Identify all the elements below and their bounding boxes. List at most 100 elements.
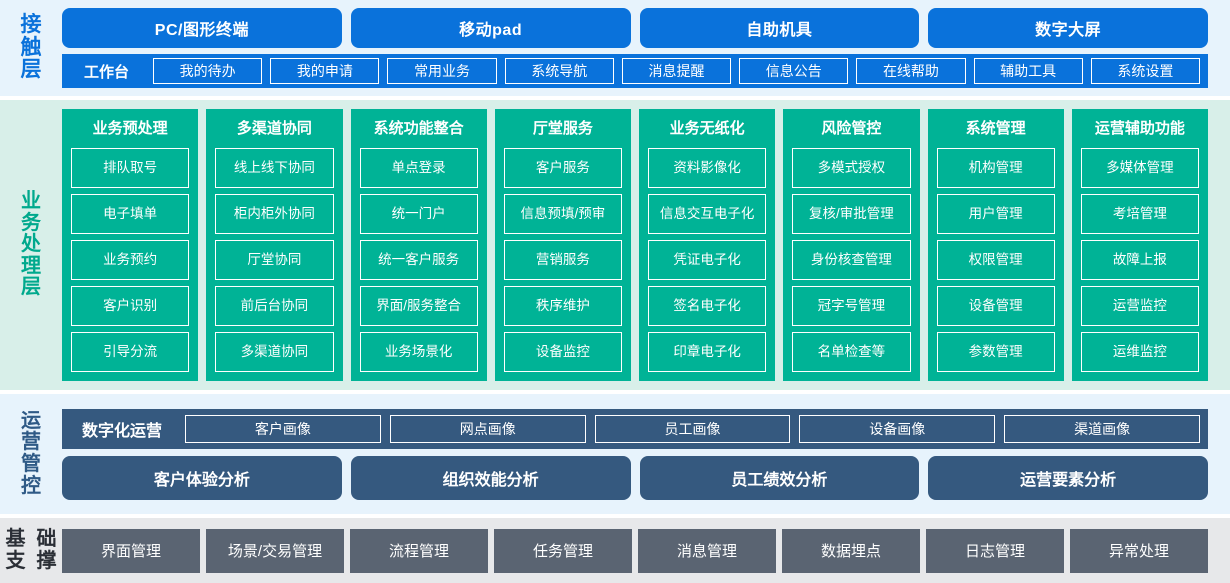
business-item[interactable]: 电子填单: [71, 194, 190, 234]
business-item[interactable]: 故障上报: [1080, 240, 1199, 280]
workbench-item-system-navigation[interactable]: 系统导航: [504, 58, 614, 84]
contact-layer-label-char: 层: [20, 58, 42, 82]
operations-layer-label-char: 控: [21, 474, 41, 497]
business-item[interactable]: 机构管理: [936, 148, 1055, 188]
business-item[interactable]: 用户管理: [936, 194, 1055, 234]
workbench-item-online-help[interactable]: 在线帮助: [856, 58, 966, 84]
workbench-item-common-business[interactable]: 常用业务: [387, 58, 497, 84]
analysis-item-customer-experience[interactable]: 客户体验分析: [62, 455, 342, 500]
business-item[interactable]: 厅堂协同: [215, 240, 334, 280]
business-item[interactable]: 多媒体管理: [1080, 148, 1199, 188]
channel-pill-self-service[interactable]: 自助机具: [639, 8, 920, 48]
channel-pill-mobile-pad[interactable]: 移动pad: [350, 8, 631, 48]
business-item[interactable]: 营销服务: [503, 240, 622, 280]
digital-operations-row: 数字化运营 客户画像 网点画像 员工画像 设备画像 渠道画像: [62, 408, 1208, 449]
business-item[interactable]: 运维监控: [1080, 332, 1199, 372]
business-item[interactable]: 名单检查等: [792, 332, 911, 372]
portrait-item-device[interactable]: 设备画像: [799, 414, 996, 443]
business-column-title: 风险管控: [821, 120, 882, 137]
contact-layer-band: 接 触 层 PC/图形终端 移动pad 自助机具 数字大屏 工作台 我的待办 我…: [0, 0, 1230, 96]
business-item[interactable]: 单点登录: [359, 148, 478, 188]
business-column-title: 系统功能整合: [373, 120, 464, 137]
base-support-layer-band: 基 础 支 撑 界面管理 场景/交易管理 流程管理 任务管理 消息管理 数据埋点…: [0, 518, 1230, 583]
channel-pill-pc[interactable]: PC/图形终端: [62, 8, 342, 48]
business-item[interactable]: 排队取号: [71, 148, 190, 188]
base-item-scenario-transaction-management[interactable]: 场景/交易管理: [206, 528, 344, 573]
analysis-item-operation-elements[interactable]: 运营要素分析: [928, 455, 1208, 500]
workbench-item-system-settings[interactable]: 系统设置: [1090, 58, 1200, 84]
base-support-layer-label-char: 撑: [36, 549, 57, 572]
base-item-process-management[interactable]: 流程管理: [350, 528, 488, 573]
base-item-log-management[interactable]: 日志管理: [926, 528, 1064, 573]
channel-pill-digital-screen[interactable]: 数字大屏: [928, 8, 1208, 48]
base-item-data-tracking[interactable]: 数据埋点: [782, 528, 920, 573]
business-item[interactable]: 前后台协同: [215, 286, 334, 326]
business-column-operation-support: 运营辅助功能 多媒体管理 考培管理 故障上报 运营监控 运维监控: [1071, 109, 1208, 381]
workbench-item-auxiliary-tools[interactable]: 辅助工具: [973, 58, 1083, 84]
analysis-row: 客户体验分析 组织效能分析 员工绩效分析 运营要素分析: [62, 455, 1208, 500]
business-item[interactable]: 客户服务: [503, 148, 622, 188]
portrait-item-branch[interactable]: 网点画像: [389, 414, 586, 443]
business-item[interactable]: 冠字号管理: [792, 286, 911, 326]
business-layer-label: 业 务 处 理 层: [0, 100, 62, 390]
business-item[interactable]: 复核/审批管理: [792, 194, 911, 234]
business-item[interactable]: 柜内柜外协同: [215, 194, 334, 234]
business-item[interactable]: 参数管理: [936, 332, 1055, 372]
business-item[interactable]: 业务场景化: [359, 332, 478, 372]
contact-layer-body: PC/图形终端 移动pad 自助机具 数字大屏 工作台 我的待办 我的申请 常用…: [62, 0, 1230, 96]
business-item[interactable]: 凭证电子化: [648, 240, 767, 280]
operations-layer-label-char: 运: [21, 409, 41, 432]
business-item[interactable]: 统一门户: [359, 194, 478, 234]
analysis-item-organization-efficiency[interactable]: 组织效能分析: [350, 455, 631, 500]
business-column-system-management: 系统管理 机构管理 用户管理 权限管理 设备管理 参数管理: [927, 109, 1064, 381]
business-layer-label-char: 层: [21, 276, 41, 299]
portrait-item-channel[interactable]: 渠道画像: [1004, 414, 1200, 443]
digital-operations-title: 数字化运营: [82, 422, 163, 440]
business-item[interactable]: 引导分流: [71, 332, 190, 372]
analysis-item-employee-performance[interactable]: 员工绩效分析: [639, 455, 920, 500]
base-item-task-management[interactable]: 任务管理: [494, 528, 632, 573]
business-item[interactable]: 考培管理: [1080, 194, 1199, 234]
operations-layer-body: 数字化运营 客户画像 网点画像 员工画像 设备画像 渠道画像 客户体验分析 组织…: [62, 394, 1230, 514]
workbench-item-my-application[interactable]: 我的申请: [270, 58, 380, 84]
business-column-risk-control: 风险管控 多模式授权 复核/审批管理 身份核查管理 冠字号管理 名单检查等: [783, 109, 920, 381]
business-column-title: 业务预处理: [92, 120, 168, 137]
business-item[interactable]: 业务预约: [71, 240, 190, 280]
business-item[interactable]: 运营监控: [1080, 286, 1199, 326]
business-item[interactable]: 签名电子化: [648, 286, 767, 326]
business-layer-label-char: 处: [21, 233, 41, 256]
business-item[interactable]: 线上线下协同: [215, 148, 334, 188]
business-item[interactable]: 界面/服务整合: [359, 286, 478, 326]
portrait-item-employee[interactable]: 员工画像: [594, 414, 791, 443]
business-item[interactable]: 客户识别: [71, 286, 190, 326]
workbench-item-my-todo[interactable]: 我的待办: [153, 58, 263, 84]
operations-layer-label-char: 管: [21, 453, 41, 475]
base-support-layer-label-char: 基: [5, 527, 26, 550]
business-item[interactable]: 设备监控: [503, 332, 622, 372]
workbench-item-message-alert[interactable]: 消息提醒: [621, 58, 732, 84]
business-item[interactable]: 身份核查管理: [792, 240, 911, 280]
business-item[interactable]: 资料影像化: [648, 148, 767, 188]
business-item[interactable]: 权限管理: [936, 240, 1055, 280]
base-item-ui-management[interactable]: 界面管理: [62, 528, 200, 573]
business-column-multichannel: 多渠道协同 线上线下协同 柜内柜外协同 厅堂协同 前后台协同 多渠道协同: [206, 109, 343, 381]
workbench-row: 工作台 我的待办 我的申请 常用业务 系统导航 消息提醒 信息公告 在线帮助 辅…: [62, 54, 1208, 88]
business-item[interactable]: 设备管理: [936, 286, 1055, 326]
business-item[interactable]: 印章电子化: [648, 332, 767, 372]
business-item[interactable]: 多模式授权: [792, 148, 911, 188]
business-item[interactable]: 信息交互电子化: [648, 194, 767, 234]
workbench-item-announcement[interactable]: 信息公告: [739, 58, 849, 84]
portrait-item-customer[interactable]: 客户画像: [185, 414, 381, 443]
base-support-layer-body: 界面管理 场景/交易管理 流程管理 任务管理 消息管理 数据埋点 日志管理 异常…: [62, 518, 1230, 583]
business-item[interactable]: 统一客户服务: [359, 240, 478, 280]
business-layer-band: 业 务 处 理 层 业务预处理 排队取号 电子填单 业务预约 客户识别 引导分流…: [0, 100, 1230, 390]
business-item[interactable]: 多渠道协同: [215, 332, 334, 372]
contact-layer-label-char: 接: [20, 12, 42, 36]
workbench-title: 工作台: [84, 63, 130, 81]
base-item-exception-handling[interactable]: 异常处理: [1070, 528, 1208, 573]
business-item[interactable]: 信息预填/预审: [503, 194, 622, 234]
business-item[interactable]: 秩序维护: [503, 286, 622, 326]
base-item-message-management[interactable]: 消息管理: [638, 528, 776, 573]
business-layer-label-char: 理: [21, 254, 41, 277]
business-column-system-integration: 系统功能整合 单点登录 统一门户 统一客户服务 界面/服务整合 业务场景化: [350, 109, 487, 381]
